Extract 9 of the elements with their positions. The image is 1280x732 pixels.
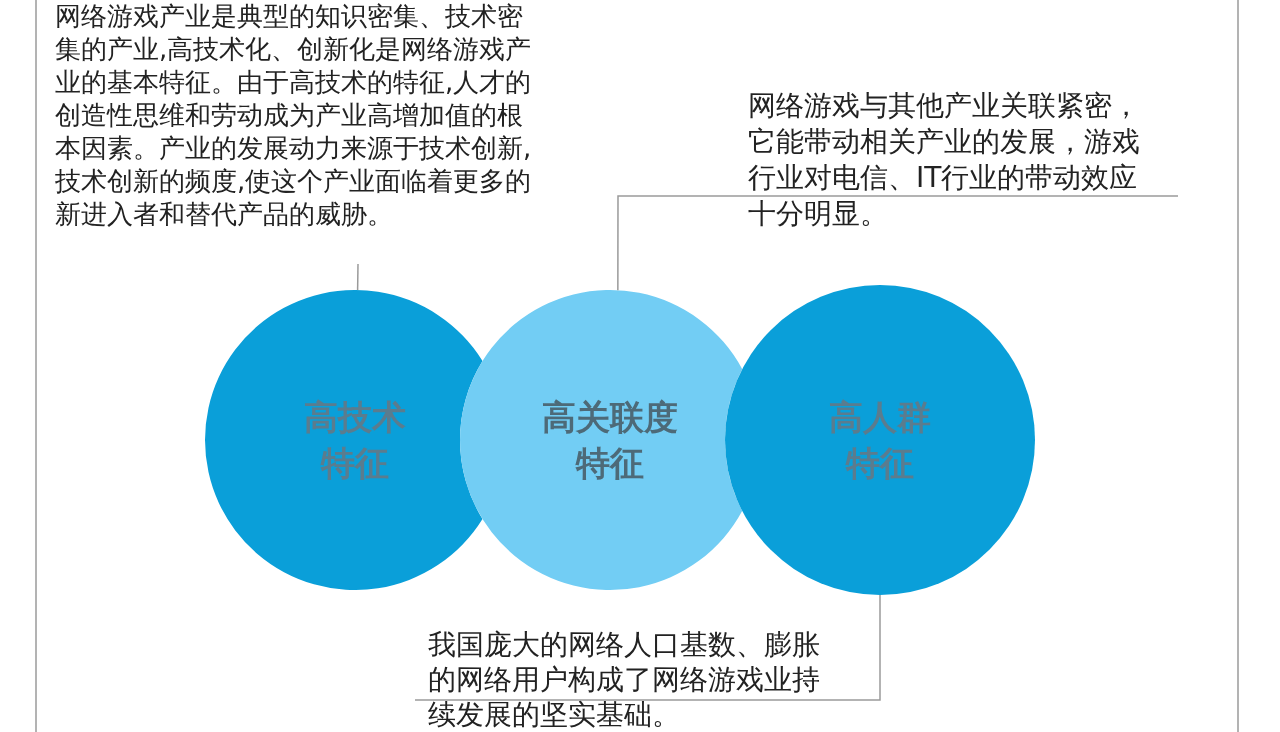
leader-line	[356, 263, 359, 291]
circle-label: 高人群特征	[828, 396, 932, 485]
leader-line	[414, 594, 881, 701]
description-text: 我国庞大的网络人口基数、膨胀的网络用户构成了网络游戏业持续发展的坚实基础。	[428, 627, 821, 732]
circle-label: 高关联度特征	[541, 396, 679, 485]
leader-line	[617, 195, 1179, 291]
circle-label: 高技术特征	[303, 396, 407, 485]
description-text: 网络游戏产业是典型的知识密集、技术密集的产业,高技术化、创新化是网络游戏产业的基本特征。由于高技术的特征,人才的创造性思维和劳动成为产业高增加值的根本因素。产业的发展动力来源于技术创新,技术创新的频度,使这个产业面临着更多的新进入者和替代产品的威胁。	[55, 0, 533, 231]
description-text: 网络游戏与其他产业关联紧密，它能带动相关产业的发展，游戏行业对电信、IT行业的带动效应十分明显。	[748, 88, 1141, 232]
